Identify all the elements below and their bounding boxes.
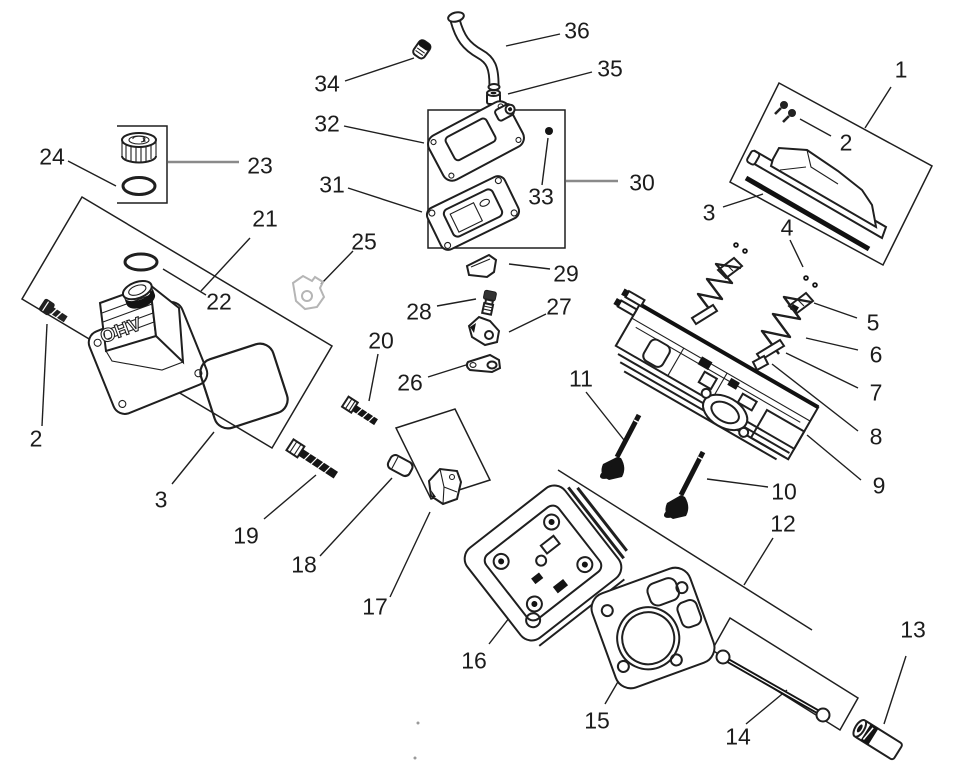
callout-4: 4 (780, 214, 794, 241)
callout-22: 22 (206, 288, 232, 315)
callout-28: 28 (406, 298, 432, 325)
group-box-21 (20, 195, 334, 450)
part-31-breather-plate (425, 175, 521, 251)
callout-3-upper: 3 (702, 199, 716, 226)
part-34-fitting (412, 39, 432, 60)
part-13-tube (852, 718, 903, 761)
callout-19: 19 (233, 522, 259, 549)
part-6-valve-springs (696, 262, 812, 355)
callout-26: 26 (397, 369, 423, 396)
part-14-push-rod (715, 649, 831, 723)
group-box-14 (710, 616, 860, 732)
callout-18: 18 (291, 551, 317, 578)
callout-17: 17 (362, 593, 388, 620)
callout-25: 25 (351, 228, 377, 255)
part-21-valve-cover-assembly: OHV (87, 280, 209, 415)
callout-29: 29 (553, 260, 579, 287)
group-bracket-23 (117, 125, 168, 204)
callout-6: 6 (869, 341, 883, 368)
part-2-cover-screws (774, 101, 796, 123)
callout-32: 32 (314, 110, 340, 137)
callout-33: 33 (528, 183, 554, 210)
callout-30: 30 (629, 169, 655, 196)
part-18-cap (386, 454, 414, 478)
callout-34: 34 (314, 70, 340, 97)
part-28-screw (480, 289, 497, 316)
callout-31: 31 (319, 171, 345, 198)
callout-27: 27 (546, 293, 572, 320)
part-26-arm (465, 353, 502, 374)
part-3-gasket-strip (744, 175, 871, 252)
part-17-guide-plate (427, 467, 463, 506)
part-9-cylinder-head-side (613, 288, 820, 461)
part-10-valve (663, 450, 706, 519)
part-2-bolt (38, 298, 68, 323)
part-16-cylinder-head-top (463, 484, 628, 647)
callout-12: 12 (770, 510, 796, 537)
part-15-head-gasket (590, 566, 716, 690)
callout-13: 13 (900, 616, 926, 643)
part-25-ghost-bracket (291, 274, 326, 311)
part-20-bolt (340, 395, 378, 426)
callout-15: 15 (584, 707, 610, 734)
callout-7: 7 (869, 379, 883, 406)
callout-24: 24 (39, 143, 65, 170)
callout-2-upper: 2 (839, 129, 853, 156)
part-19-bolt (285, 437, 339, 479)
callout-11: 11 (569, 365, 593, 392)
callout-2-left: 2 (29, 425, 43, 452)
callout-16: 16 (461, 647, 487, 674)
callout-8: 8 (869, 423, 883, 450)
callout-35: 35 (597, 55, 623, 82)
part-36-breather-tube (447, 11, 501, 91)
part-4-valve-keepers (733, 242, 818, 288)
part-3-cover-gasket (199, 342, 289, 430)
part-11-valve (599, 413, 642, 480)
callout-20: 20 (368, 327, 394, 354)
part-1-cover-side-assembly (744, 101, 888, 252)
part-24-o-ring (121, 176, 157, 196)
leader-lines (41, 33, 907, 725)
callout-23: 23 (247, 152, 273, 179)
part-32-breather-cover (427, 100, 525, 182)
callout-3-left: 3 (154, 486, 168, 513)
group-box-17-18 (394, 408, 492, 500)
callout-9: 9 (872, 472, 886, 499)
part-29-wedge (465, 253, 498, 279)
speck (413, 756, 417, 760)
callout-21: 21 (252, 205, 278, 232)
part-22-o-ring (123, 252, 159, 272)
part-23-oil-fill-cap (121, 132, 157, 164)
part-33-ball (545, 127, 553, 135)
speck (416, 721, 420, 725)
part-35-cap (486, 89, 501, 105)
callout-36: 36 (564, 17, 590, 44)
callout-1: 1 (894, 56, 908, 83)
callout-14: 14 (725, 723, 751, 750)
group-box-1 (729, 81, 933, 267)
part-8-spacer (751, 354, 770, 372)
callout-5: 5 (866, 309, 880, 336)
part-27-rocker-arm (467, 315, 501, 347)
callout-10: 10 (771, 478, 797, 505)
